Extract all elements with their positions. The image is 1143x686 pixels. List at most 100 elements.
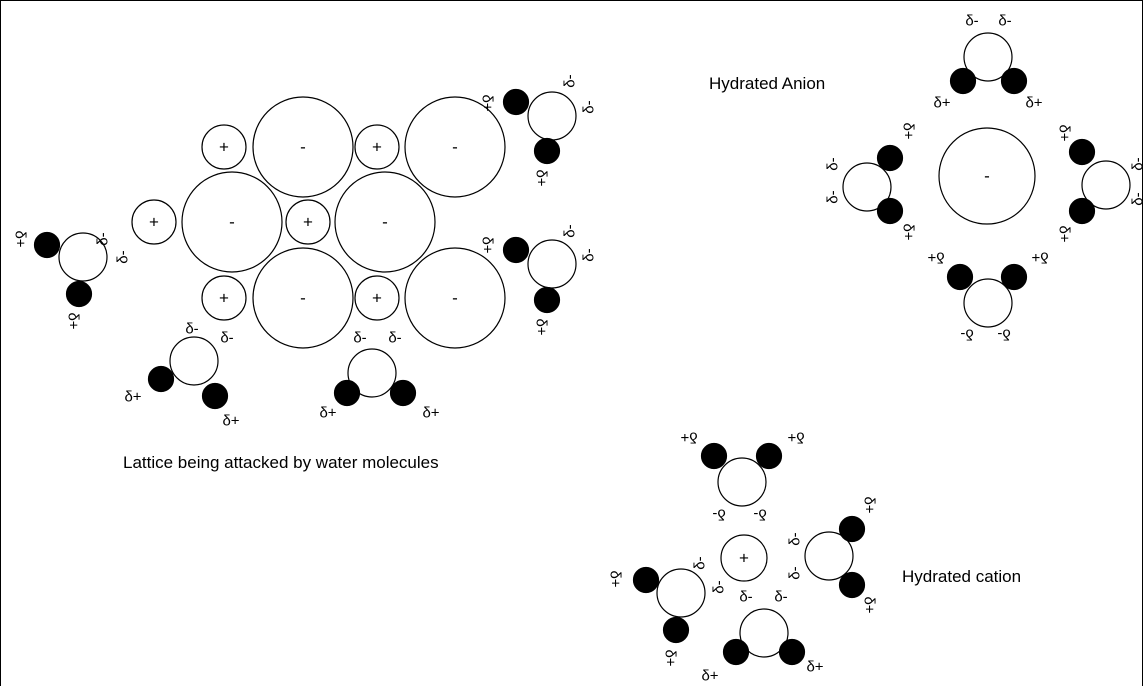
hydrogen-atom <box>722 638 750 666</box>
cation-charge: + <box>372 138 382 157</box>
hydrogen-atom <box>700 442 728 470</box>
partial-positive-label: δ+ <box>933 95 950 112</box>
hydrogen-atom <box>662 616 690 644</box>
partial-negative-label: δ- <box>753 506 766 523</box>
ionic-lattice: +-+-+-+-+-+- <box>131 96 506 349</box>
partial-positive-label: δ+ <box>533 318 550 335</box>
oxygen-atom <box>717 457 767 507</box>
partial-negative-label: δ- <box>825 190 842 203</box>
anion-charge: - <box>300 138 306 157</box>
hydrated-cation-caption: Hydrated cation <box>902 567 1022 586</box>
partial-negative-label: δ- <box>787 532 804 545</box>
hydrogen-atom <box>389 379 417 407</box>
water-molecule: δ-δ-δ+δ+ <box>933 13 1042 112</box>
oxygen-atom <box>58 232 108 282</box>
cation-charge: + <box>739 549 749 568</box>
partial-negative-label: δ- <box>353 330 366 347</box>
cation-ion <box>354 124 400 170</box>
partial-negative-label: δ- <box>825 157 842 170</box>
hydrogen-atom <box>632 566 660 594</box>
anion-charge: - <box>300 289 306 308</box>
cation-charge: + <box>372 289 382 308</box>
hydrogen-atom <box>1000 263 1028 291</box>
partial-positive-label: δ+ <box>900 122 917 139</box>
partial-negative-label: δ- <box>998 13 1011 30</box>
partial-negative-label: δ- <box>787 566 804 579</box>
partial-positive-label: δ+ <box>662 649 679 666</box>
cation-ion <box>201 124 247 170</box>
hydrogen-atom <box>876 144 904 172</box>
hydrogen-atom <box>533 137 561 165</box>
oxygen-atom <box>739 608 789 658</box>
partial-negative-label: δ- <box>1130 192 1143 205</box>
hydrogen-atom <box>1068 197 1096 225</box>
partial-positive-label: δ+ <box>422 405 439 422</box>
anion-ion <box>252 96 354 198</box>
hydrogen-atom <box>1068 138 1096 166</box>
partial-negative-label: δ- <box>581 248 598 261</box>
partial-negative-label: δ- <box>997 326 1010 343</box>
water-molecule: δ-δ-δ+δ+ <box>124 321 239 430</box>
partial-negative-label: δ- <box>711 580 728 593</box>
oxygen-atom <box>804 531 854 581</box>
partial-positive-label: δ+ <box>861 496 878 513</box>
partial-negative-label: δ- <box>965 13 978 30</box>
water-molecule: δ+δ-δ-δ+ <box>479 224 598 335</box>
partial-negative-label: δ- <box>95 232 112 245</box>
hydrogen-atom <box>147 365 175 393</box>
cation-charge: + <box>219 289 229 308</box>
water-molecule: δ+δ-δ-δ+ <box>12 230 132 329</box>
partial-positive-label: δ+ <box>787 429 804 446</box>
hydrogen-atom <box>838 571 866 599</box>
partial-negative-label: δ- <box>1130 157 1143 170</box>
hydrogen-atom <box>838 515 866 543</box>
partial-positive-label: δ+ <box>927 249 944 266</box>
partial-positive-label: δ+ <box>1056 225 1073 242</box>
partial-negative-label: δ- <box>562 74 579 87</box>
hydrogen-atom <box>533 286 561 314</box>
partial-positive-label: δ+ <box>607 570 624 587</box>
partial-positive-label: δ+ <box>222 413 239 430</box>
partial-negative-label: δ- <box>220 330 233 347</box>
hydrogen-atom <box>333 379 361 407</box>
anion-charge: - <box>984 167 990 186</box>
oxygen-atom <box>963 32 1013 82</box>
central-cation <box>720 534 768 582</box>
water-molecule: δ-δ-δ+ δ+ <box>319 330 439 422</box>
anion-charge: - <box>452 289 458 308</box>
hydrogen-atom <box>949 67 977 95</box>
hydrogen-atom <box>201 382 229 410</box>
central-anion <box>938 127 1036 225</box>
cation-ion <box>285 199 331 245</box>
cation-charge: + <box>303 213 313 232</box>
partial-positive-label: δ+ <box>680 429 697 446</box>
water-molecule: δ+δ+δ-δ- <box>680 429 804 523</box>
hydrogen-atom <box>65 280 93 308</box>
hydrogen-atom <box>876 197 904 225</box>
water-molecule: δ+δ+δ-δ- <box>927 249 1048 343</box>
partial-positive-label: δ+ <box>65 312 82 329</box>
anion-ion <box>334 171 436 273</box>
hydrogen-atom <box>502 88 530 116</box>
oxygen-atom <box>527 239 577 289</box>
partial-positive-label: δ+ <box>124 389 141 406</box>
partial-positive-label: δ+ <box>479 94 496 111</box>
oxygen-atom <box>842 162 892 212</box>
cation-charge: + <box>219 138 229 157</box>
partial-positive-label: δ+ <box>319 405 336 422</box>
anion-ion <box>404 247 506 349</box>
anion-ion <box>181 171 283 273</box>
partial-positive-label: δ+ <box>533 169 550 186</box>
partial-positive-label: δ+ <box>806 659 823 676</box>
partial-negative-label: δ- <box>739 589 752 606</box>
partial-positive-label: δ+ <box>900 223 917 240</box>
water-molecule: δ-δ-δ+ δ+ <box>825 122 917 240</box>
partial-negative-label: δ- <box>692 556 709 569</box>
anion-charge: - <box>382 213 388 232</box>
anion-ion <box>404 96 506 198</box>
cation-ion <box>201 275 247 321</box>
partial-positive-label: δ+ <box>1056 124 1073 141</box>
partial-negative-label: δ- <box>388 330 401 347</box>
anion-ion <box>252 247 354 349</box>
